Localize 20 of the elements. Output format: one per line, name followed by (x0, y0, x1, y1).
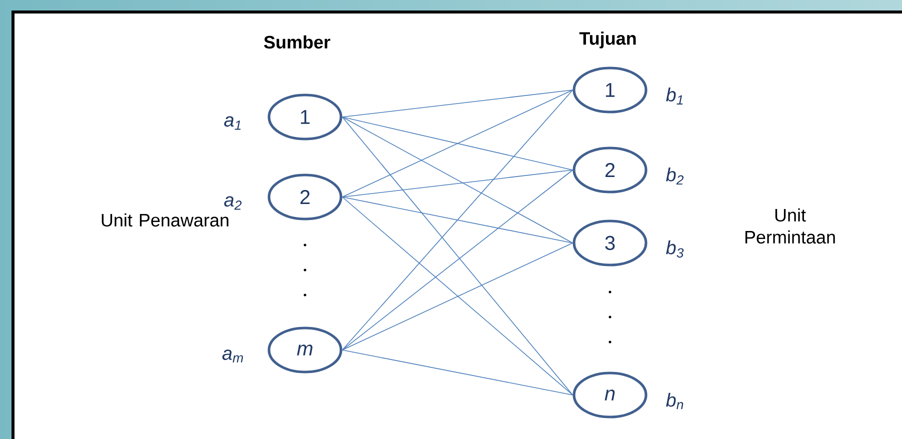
connector-line (342, 90, 574, 198)
connector-line (342, 90, 574, 350)
side-label: Unit Permintaan (745, 208, 835, 244)
connector-line (342, 350, 574, 396)
connector-line (342, 90, 574, 118)
connector-line (342, 170, 574, 350)
connector-line (342, 196, 574, 396)
demand-label: b$_{3}$ (666, 240, 684, 258)
demand-label: b$_{1}$ (666, 88, 683, 104)
connector-line (342, 116, 574, 170)
demand-label: b$_{2}$ (666, 167, 684, 185)
connector-line (342, 196, 574, 244)
connector-line (342, 242, 574, 350)
connector-line (342, 116, 574, 396)
supply-label: a$_{2}$ (224, 196, 242, 210)
supply-label: a$_{1}$ (224, 116, 241, 130)
connector-line (342, 116, 574, 244)
connector-line (342, 170, 574, 198)
supply-label: a$_{m}$ (222, 350, 243, 362)
demand-label: b$_{n}$ (666, 392, 684, 410)
